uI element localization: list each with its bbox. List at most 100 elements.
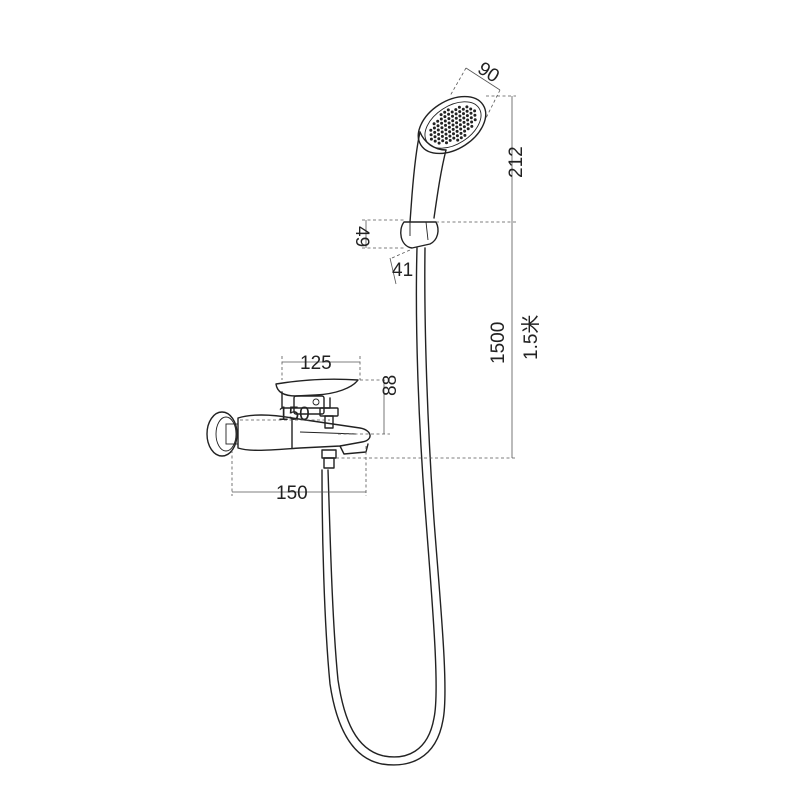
nozzle-dot <box>440 130 444 134</box>
nozzle-dot <box>445 141 448 145</box>
nozzle-dot <box>443 119 447 123</box>
nozzle-dot <box>458 110 462 114</box>
nozzle-dot <box>447 125 451 129</box>
nozzle-dot <box>432 126 436 130</box>
nozzle-dot <box>433 139 437 143</box>
nozzle-dot <box>455 134 459 138</box>
shower-hose <box>321 247 446 766</box>
nozzle-dot <box>469 111 473 115</box>
nozzle-dot <box>465 105 469 109</box>
nozzle-dot <box>465 109 469 113</box>
nozzle-dot <box>455 125 459 129</box>
nozzle-dot <box>470 124 474 128</box>
nozzle-dot <box>463 129 467 133</box>
dim-inlet-spacing-upper: 150 <box>278 404 310 425</box>
nozzle-dot <box>473 118 477 122</box>
nozzle-dot <box>447 121 451 125</box>
nozzle-dot <box>462 120 466 124</box>
nozzle-grid <box>429 105 477 145</box>
nozzle-dot <box>462 112 465 116</box>
dim-inlet-spacing-lower: 150 <box>276 483 308 504</box>
nozzle-dot <box>444 128 448 132</box>
nozzle-dot <box>444 136 448 140</box>
nozzle-dot <box>473 109 477 113</box>
nozzle-dot <box>466 127 470 131</box>
nozzle-dot <box>452 132 455 136</box>
nozzle-dot <box>458 118 462 122</box>
hose-connector <box>321 449 337 469</box>
nozzle-dot <box>436 119 440 123</box>
nozzle-dot <box>459 136 463 140</box>
dim-hose-height: 1500 <box>488 322 509 364</box>
nozzle-dot <box>452 136 456 140</box>
nozzle-dot <box>450 110 454 114</box>
nozzle-dot <box>463 133 467 137</box>
nozzle-dot <box>462 125 466 129</box>
nozzle-dot <box>443 115 447 119</box>
nozzle-dot <box>466 122 470 126</box>
dim-faucet-height: 88 <box>380 375 401 396</box>
nozzle-dot <box>459 127 463 131</box>
nozzle-dot <box>429 128 433 132</box>
nozzle-dot <box>462 116 466 120</box>
nozzle-dot <box>432 122 436 126</box>
nozzle-dot <box>447 117 451 121</box>
nozzle-dot <box>456 138 460 142</box>
dim-faucet-width: 125 <box>300 353 332 374</box>
nozzle-dot <box>451 119 455 123</box>
nozzle-dot <box>446 108 450 112</box>
shower-head <box>417 95 487 155</box>
nozzle-dot <box>437 137 441 141</box>
wall-flange-left <box>206 411 239 457</box>
nozzle-dot <box>436 124 440 128</box>
nozzle-dot <box>447 112 451 116</box>
dim-hose-length: 1.5米 <box>520 315 542 360</box>
nozzle-dot <box>473 113 477 117</box>
nozzle-dot <box>448 130 452 134</box>
lever-handle <box>275 378 359 415</box>
nozzle-dot <box>437 141 441 145</box>
nozzle-dot <box>440 134 444 138</box>
nozzle-dot <box>458 114 462 118</box>
nozzle-dot <box>455 129 459 133</box>
nozzle-dot <box>470 120 474 124</box>
nozzle-dot <box>437 132 441 136</box>
nozzle-dot <box>444 132 448 136</box>
nozzle-dot <box>451 114 454 118</box>
nozzle-dot <box>429 133 433 137</box>
dim-holder-depth: 41 <box>392 260 413 281</box>
shower-holder-bracket <box>400 221 439 249</box>
dim-head-width: 90 <box>474 58 503 87</box>
nozzle-dot <box>451 123 455 127</box>
dimension-lines <box>231 67 516 496</box>
nozzle-dot <box>439 117 443 121</box>
nozzle-dot <box>455 121 459 125</box>
nozzle-dot <box>458 123 462 127</box>
nozzle-dot <box>454 116 458 120</box>
nozzle-dot <box>459 131 463 135</box>
nozzle-dot <box>454 112 458 116</box>
nozzle-dot <box>448 138 452 142</box>
faucet-body <box>237 414 371 455</box>
nozzle-dot <box>444 123 447 127</box>
nozzle-dot <box>439 113 443 117</box>
nozzle-dot <box>443 110 447 114</box>
nozzle-dot <box>466 118 470 122</box>
nozzle-dot <box>440 121 444 125</box>
nozzle-dot <box>454 108 458 112</box>
hand-shower-handle <box>409 131 447 223</box>
diverter-knob <box>319 407 339 429</box>
nozzle-dot <box>457 105 461 109</box>
nozzle-dot <box>465 114 469 118</box>
nozzle-dot <box>433 135 437 139</box>
nozzle-dot <box>436 128 440 132</box>
nozzle-dot <box>461 107 465 111</box>
nozzle-dot <box>469 116 473 120</box>
nozzle-dot <box>440 126 444 130</box>
nozzle-dot <box>441 139 445 143</box>
nozzle-dot <box>469 107 473 111</box>
dim-holder-height: 49 <box>351 226 372 247</box>
nozzle-dot <box>433 130 437 134</box>
nozzle-dot <box>429 137 433 141</box>
